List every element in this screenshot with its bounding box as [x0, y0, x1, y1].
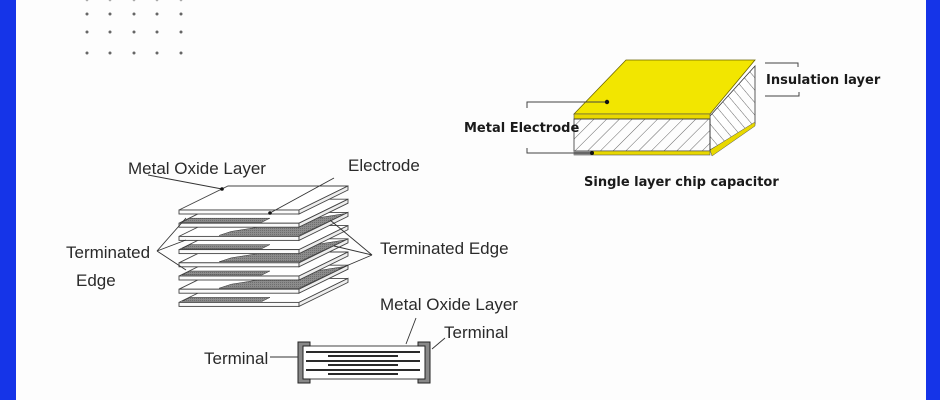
- frame-border-left: [0, 0, 16, 400]
- cross-section-capacitor: Metal Oxide Layer Terminal Terminal: [204, 295, 518, 384]
- multilayer-labels: Metal Oxide Layer Electrode Terminated E…: [66, 156, 509, 290]
- multilayer-stack: [178, 185, 349, 308]
- metal-oxide-layer-label: Metal Oxide Layer: [128, 159, 266, 178]
- dielectric-plate: [178, 185, 349, 215]
- grid-dot: [85, 51, 89, 55]
- grid-dot: [155, 51, 159, 55]
- grid-dot: [155, 0, 159, 2]
- dot-grid-decoration: [85, 0, 183, 55]
- grid-dot: [85, 12, 89, 16]
- grid-dot: [179, 12, 183, 16]
- insulation-layer-label: Insulation layer: [766, 73, 881, 88]
- terminal-right-label: Terminal: [444, 323, 508, 342]
- cross-section-metal-oxide-label: Metal Oxide Layer: [380, 295, 518, 314]
- single-layer-capacitor: Metal Electrode Insulation layer Single …: [464, 59, 881, 190]
- grid-dot: [108, 30, 112, 34]
- grid-dot: [155, 30, 159, 34]
- grid-dot: [179, 51, 183, 55]
- grid-dot: [179, 0, 183, 2]
- electrode-plate: [181, 217, 271, 223]
- grid-dot: [108, 0, 112, 2]
- grid-dot: [108, 51, 112, 55]
- frame-border-right: [926, 0, 940, 400]
- grid-dot: [132, 12, 136, 16]
- electrode-plate: [181, 297, 271, 302]
- terminal-left-label: Terminal: [204, 349, 268, 368]
- terminated-edge-left-label-line2: Edge: [76, 271, 116, 290]
- grid-dot: [85, 30, 89, 34]
- grid-dot: [132, 51, 136, 55]
- grid-dot: [132, 30, 136, 34]
- terminated-edge-left-label-line1: Terminated: [66, 243, 150, 262]
- metal-electrode-label: Metal Electrode: [464, 121, 579, 136]
- terminated-edge-right-label: Terminated Edge: [380, 239, 509, 258]
- electrode-plate: [181, 270, 271, 276]
- single-layer-caption: Single layer chip capacitor: [584, 175, 779, 190]
- insulation-front-face: [573, 118, 711, 152]
- electrode-label: Electrode: [348, 156, 420, 175]
- grid-dot: [155, 12, 159, 16]
- grid-dot: [85, 0, 89, 2]
- grid-dot: [179, 30, 183, 34]
- grid-dot: [108, 12, 112, 16]
- grid-dot: [132, 0, 136, 2]
- electrode-plate: [181, 244, 271, 249]
